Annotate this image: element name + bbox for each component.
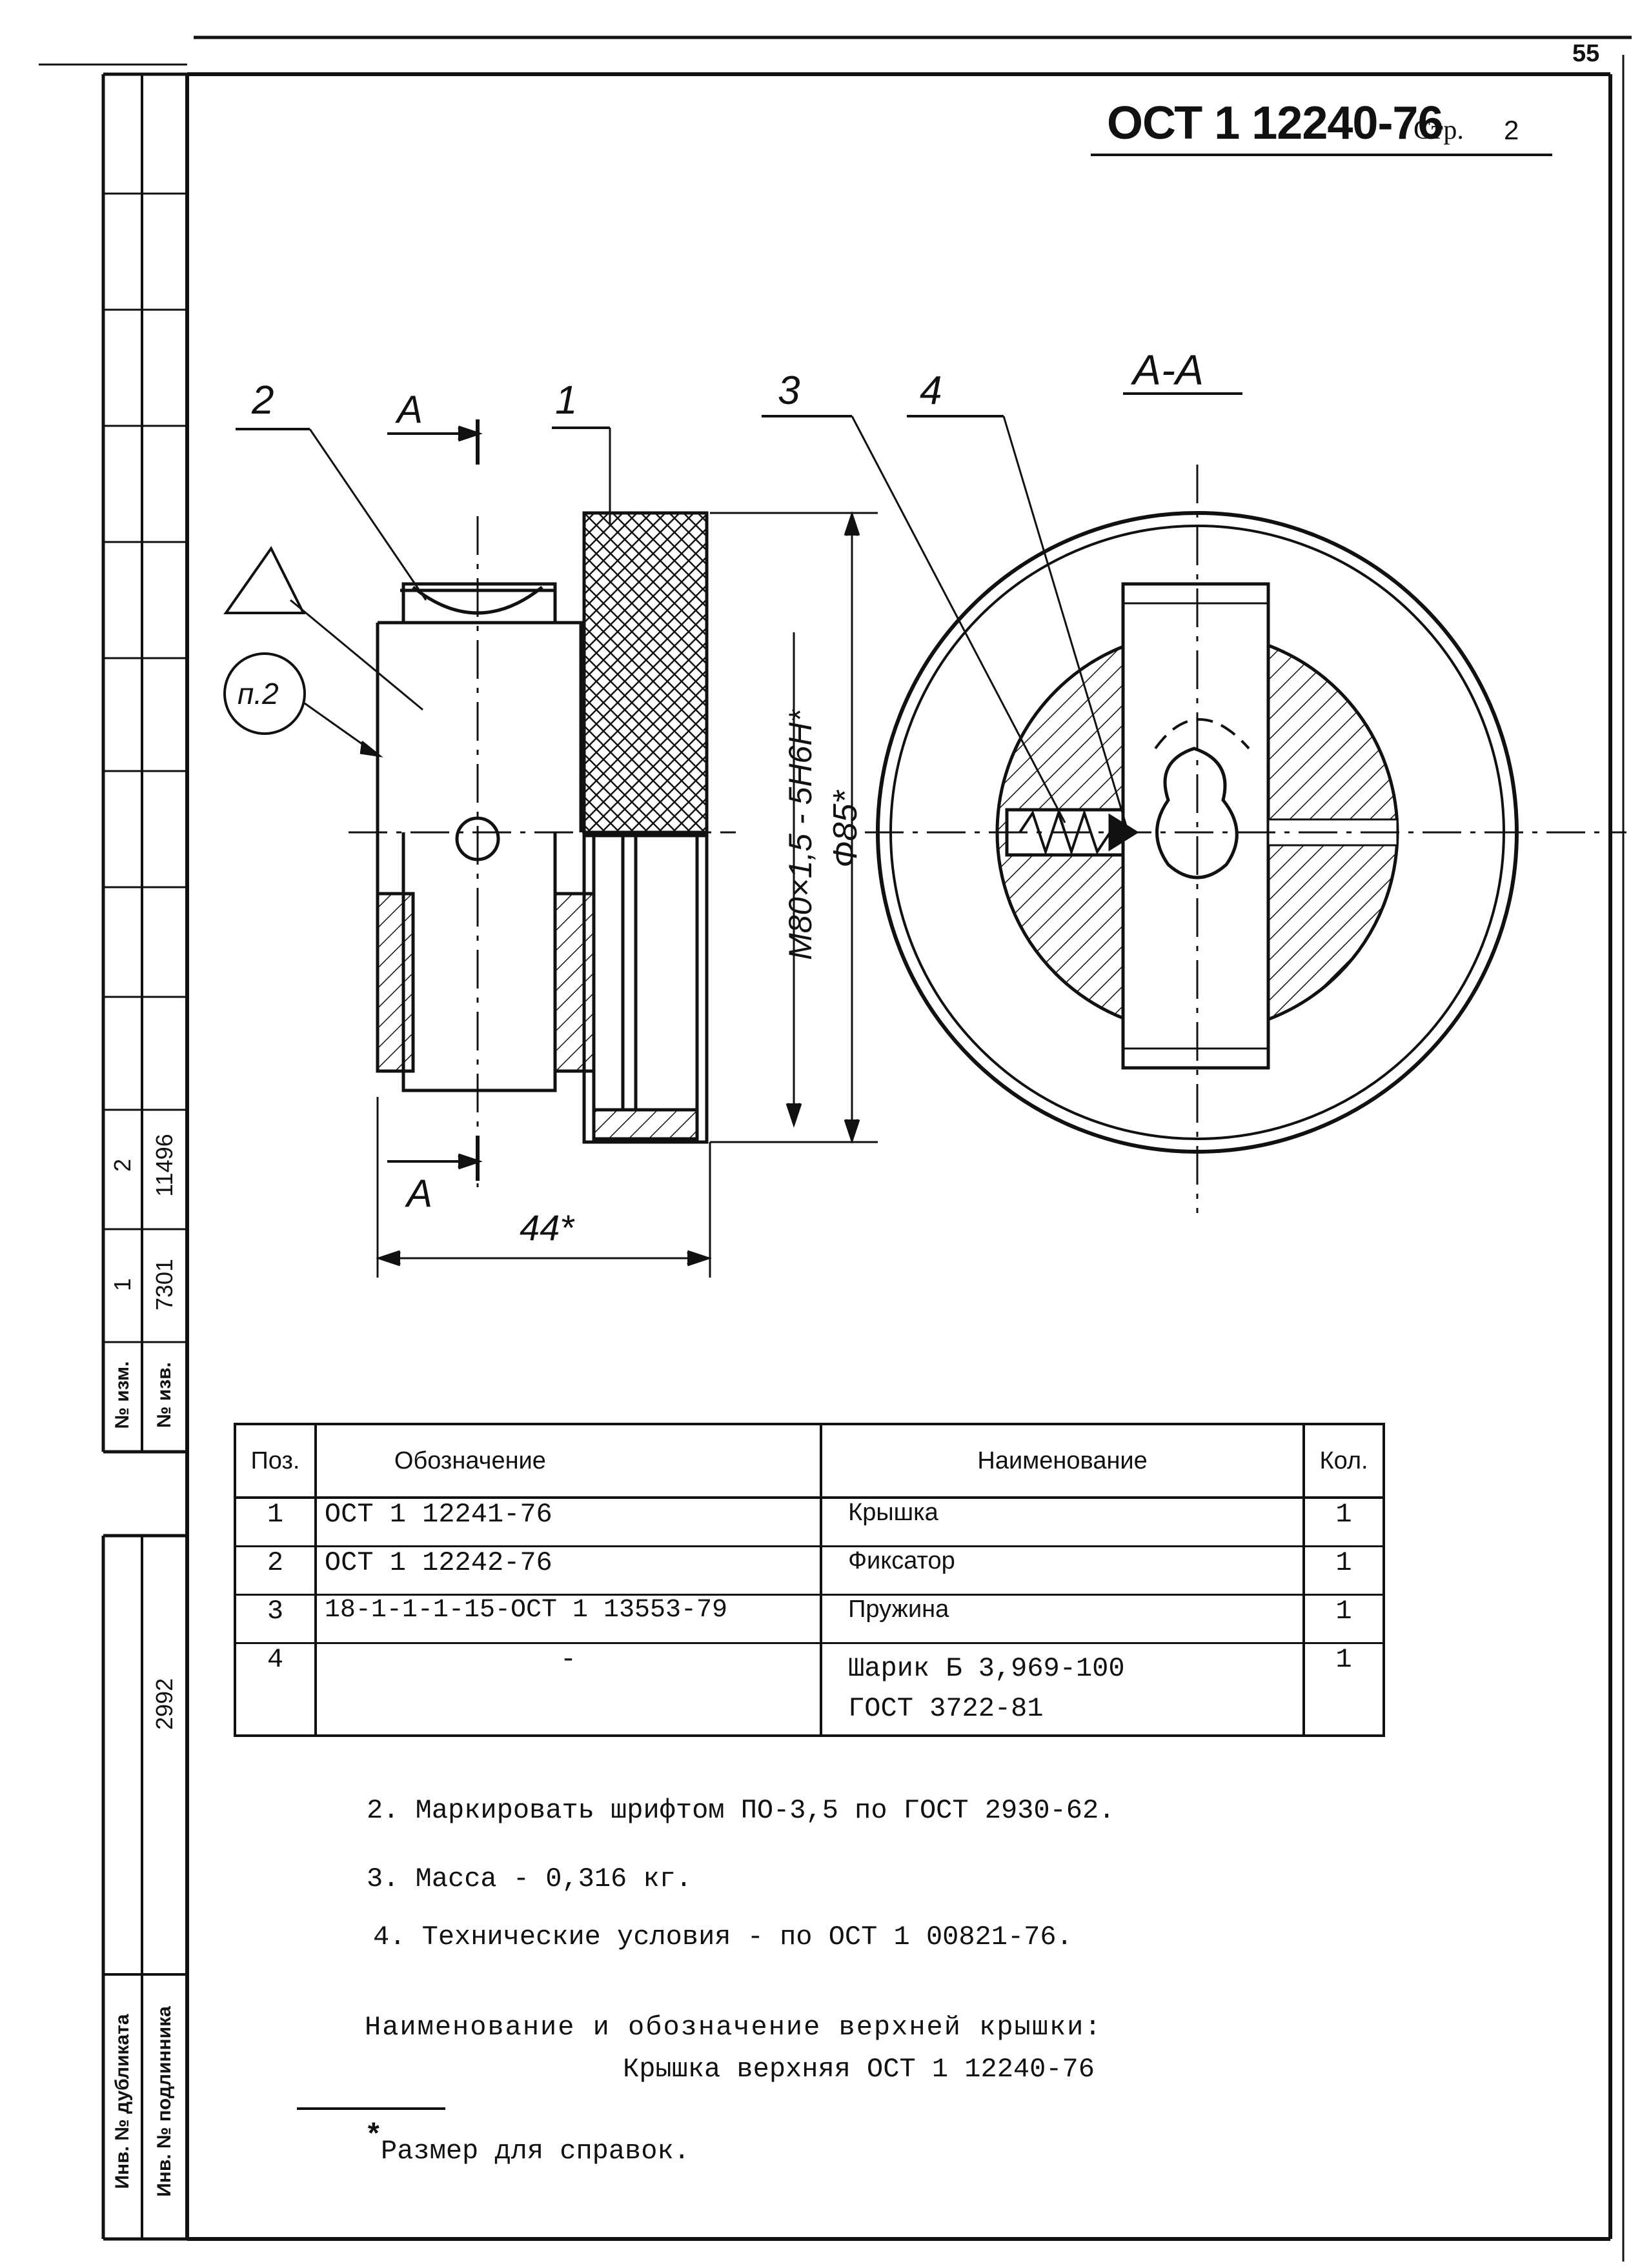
naming-value: Крышка верхняя ОСТ 1 12240-76 <box>623 2054 1095 2085</box>
table-row: 3 18-1-1-1-15-ОСТ 1 13553-79 Пружина 1 <box>234 1594 1385 1644</box>
row-designation: ОСТ 1 12242-76 <box>314 1546 823 1596</box>
row-pos: 4 <box>234 1643 317 1737</box>
footnote: Размер для справок. <box>381 2136 690 2167</box>
row-name-line-2: ГОСТ 3722-81 <box>848 1693 1044 1724</box>
callout-4: 4 <box>920 368 942 413</box>
doc-value-1: 7301 <box>151 1258 177 1311</box>
row-name-line-1: Шарик Б 3,969-100 <box>848 1653 1125 1684</box>
row-qty: 1 <box>1302 1546 1385 1596</box>
row-pos: 3 <box>234 1594 317 1644</box>
page-number: 55 <box>1572 40 1600 67</box>
side-view <box>223 419 878 1278</box>
table-header-row: Поз. Обозначение Наименование Кол. <box>234 1423 1385 1499</box>
row-designation: ОСТ 1 12241-76 <box>314 1498 823 1547</box>
doc-value-2: 11496 <box>151 1134 177 1197</box>
section-view <box>762 392 1626 1213</box>
col-name: Наименование <box>820 1423 1306 1499</box>
row-name: Крышка <box>820 1498 1306 1547</box>
orig-label: Инв. № подлинника <box>154 2006 175 2197</box>
dup-number: 2992 <box>151 1678 177 1731</box>
col-pos: Поз. <box>234 1423 317 1499</box>
change-value-2: 2 <box>109 1158 136 1172</box>
dim-diameter: Ф85* <box>827 790 864 868</box>
dim-length: 44* <box>520 1207 574 1248</box>
table-row: 1 ОСТ 1 12241-76 Крышка 1 <box>234 1498 1385 1547</box>
naming-title: Наименование и обозначение верхней крышк… <box>365 2012 1102 2043</box>
change-label: № изм. <box>112 1361 133 1429</box>
row-name: Шарик Б 3,969-100 ГОСТ 3722-81 <box>820 1643 1306 1737</box>
note-3: 3. Масса - 0,316 кг. <box>367 1863 693 1894</box>
parts-table: Поз. Обозначение Наименование Кол. 1 ОСТ… <box>234 1423 1385 1737</box>
row-designation: 18-1-1-1-15-ОСТ 1 13553-79 <box>314 1594 823 1644</box>
row-qty: 1 <box>1302 1594 1385 1644</box>
col-designation: Обозначение <box>314 1423 823 1499</box>
row-qty: 1 <box>1302 1498 1385 1547</box>
note-4: 4. Технические условия - по ОСТ 1 00821-… <box>373 1922 1073 1952</box>
row-designation: - <box>314 1643 823 1737</box>
row-name: Фиксатор <box>820 1546 1306 1596</box>
section-title: А-А <box>1133 346 1204 394</box>
footnote-mark: * <box>365 2120 383 2153</box>
standard-title: ОСТ 1 12240-76 <box>1107 97 1444 149</box>
marking-note: п.2 <box>238 677 279 710</box>
callout-3: 3 <box>778 368 800 413</box>
dup-label: Инв. № дубликата <box>112 2014 133 2189</box>
col-qty: Кол. <box>1302 1423 1385 1499</box>
row-qty: 1 <box>1302 1643 1385 1737</box>
dim-thread: М80×1,5 - 5Н6Н* <box>782 710 818 960</box>
callout-1: 1 <box>555 378 578 423</box>
page-value: 2 <box>1504 115 1519 145</box>
section-mark-top: А <box>397 388 423 431</box>
table-row: 4 - Шарик Б 3,969-100 ГОСТ 3722-81 1 <box>234 1643 1385 1737</box>
callout-2: 2 <box>252 378 274 423</box>
section-mark-bottom: А <box>407 1172 433 1215</box>
row-name: Пружина <box>820 1594 1306 1644</box>
page-label: Стр. <box>1413 115 1464 145</box>
note-2: 2. Маркировать шрифтом ПО-3,5 по ГОСТ 29… <box>367 1795 1115 1826</box>
row-pos: 2 <box>234 1546 317 1596</box>
row-pos: 1 <box>234 1498 317 1547</box>
doc-label: № изв. <box>154 1362 175 1428</box>
change-value-1: 1 <box>109 1278 136 1292</box>
table-row: 2 ОСТ 1 12242-76 Фиксатор 1 <box>234 1546 1385 1596</box>
